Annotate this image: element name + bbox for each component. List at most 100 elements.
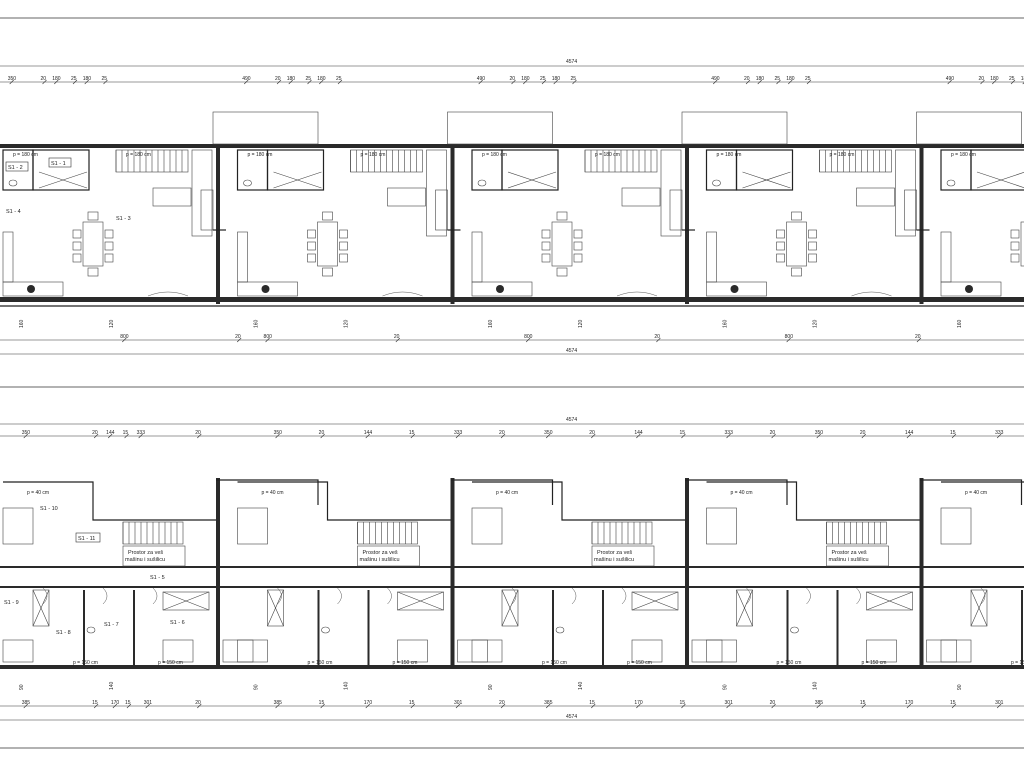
dim-label: 25 bbox=[1009, 76, 1015, 82]
dim-tick bbox=[861, 703, 867, 709]
vertical-dim-label: 160 bbox=[723, 319, 729, 328]
dim-tick bbox=[906, 433, 912, 439]
dim-tick bbox=[72, 79, 78, 85]
gf-sink bbox=[730, 285, 739, 293]
gf-stair-outline bbox=[115, 149, 189, 173]
dim-label: 350 bbox=[8, 76, 17, 82]
dim-tick bbox=[726, 433, 731, 439]
gf-chair bbox=[808, 241, 817, 251]
ff-bed-south-a bbox=[2, 639, 34, 663]
ff-door-arc bbox=[980, 587, 986, 605]
ff-laundry-label-line2: mašinu i sušilicu bbox=[829, 557, 869, 563]
gf-chair bbox=[776, 241, 785, 251]
dim-label: 20 bbox=[770, 430, 776, 436]
dim-label: 20 bbox=[92, 430, 98, 436]
gf-north-wall bbox=[0, 144, 1024, 148]
ff-bath-wall-a bbox=[786, 590, 789, 666]
dim-tick bbox=[275, 703, 280, 709]
ff-sill-note-b: p = 150 cm bbox=[627, 660, 652, 666]
dim-label: 490 bbox=[946, 76, 955, 82]
dim-label: 25 bbox=[775, 76, 781, 82]
vertical-dim-label: 160 bbox=[957, 319, 963, 328]
ff-room-label-s1-5: S1 - 5 bbox=[150, 575, 165, 581]
ff-bed-south-b bbox=[397, 639, 428, 663]
gf-wc-bowl bbox=[712, 179, 721, 187]
dim-tick bbox=[726, 703, 731, 709]
dim-tick bbox=[276, 79, 282, 85]
dim-tick bbox=[365, 433, 370, 439]
dim-tick bbox=[525, 337, 531, 343]
ff-sill-note-b: p = 150 cm bbox=[158, 660, 183, 666]
dim-label: 385 bbox=[274, 700, 283, 706]
ff-shower-x2 bbox=[32, 589, 50, 627]
dim-label: 180 bbox=[317, 76, 326, 82]
dim-label: 170 bbox=[111, 700, 120, 706]
dim-label: 144 bbox=[634, 430, 643, 436]
gf-terrace-door bbox=[851, 291, 892, 297]
ff-door-arc bbox=[621, 587, 627, 605]
gf-tv-unit bbox=[904, 189, 917, 231]
dim-label: 350 bbox=[22, 430, 31, 436]
dim-label: 20 bbox=[499, 700, 505, 706]
ff-room-box-s1-11 bbox=[75, 532, 101, 543]
gf-tv-unit bbox=[435, 189, 448, 231]
ff-shower bbox=[970, 589, 988, 627]
vertical-dim-label: 140 bbox=[109, 681, 115, 690]
dim-tick bbox=[771, 433, 776, 439]
vertical-dim-label: 120 bbox=[109, 319, 115, 328]
vertical-dim-label: 160 bbox=[254, 319, 260, 328]
dim-tick bbox=[93, 703, 99, 709]
dim-tick bbox=[511, 79, 516, 85]
dim-label: 25 bbox=[805, 76, 811, 82]
ff-door-arc bbox=[571, 587, 577, 605]
dim-label: 800 bbox=[524, 334, 533, 340]
gf-chair bbox=[541, 229, 551, 239]
dim-label: 180 bbox=[52, 76, 61, 82]
dim-tick bbox=[712, 79, 718, 85]
dim-label: 20 bbox=[744, 76, 750, 82]
gf-balcony-outline bbox=[916, 111, 1022, 145]
dim-label: 15 bbox=[679, 700, 685, 706]
ff-sill-note-b: p = 150 cm bbox=[393, 660, 418, 666]
dim-tick bbox=[365, 703, 370, 709]
ff-bath-wall-a bbox=[317, 590, 320, 666]
ff-laundry-label-line2: mašinu i sušilicu bbox=[594, 557, 634, 563]
ff-bed-south-a bbox=[940, 639, 972, 663]
dim-label: 333 bbox=[454, 430, 463, 436]
gf-chair bbox=[72, 229, 82, 239]
gf-stair-landing bbox=[895, 149, 916, 237]
vertical-dim-label: 120 bbox=[578, 319, 584, 328]
dim-tick bbox=[545, 703, 551, 709]
gf-room-label-s1-2: S1 - 2 bbox=[8, 165, 23, 171]
dim-tick bbox=[951, 703, 957, 709]
ff-corridor-wall-north bbox=[0, 566, 1024, 568]
dim-label: 180 bbox=[521, 76, 530, 82]
dim-tick bbox=[107, 433, 113, 439]
ff-double-bed bbox=[706, 507, 737, 545]
ff-double-bed bbox=[940, 507, 972, 545]
ff-laundry-label-line2: mašinu i sušilicu bbox=[360, 557, 400, 563]
ff-shower-x2 bbox=[267, 589, 284, 627]
ff-overall-dim-top: 4574 bbox=[566, 417, 577, 423]
gf-chair bbox=[72, 253, 82, 263]
ff-bath-wall-b bbox=[602, 590, 604, 666]
dim-tick bbox=[776, 79, 781, 85]
gf-chair bbox=[307, 253, 316, 263]
dim-label: 350 bbox=[274, 430, 283, 436]
gf-wc-bowl bbox=[243, 179, 252, 187]
dim-tick bbox=[54, 79, 59, 85]
ff-room-label-s1-8: S1 - 8 bbox=[56, 630, 71, 636]
dim-label: 15 bbox=[125, 700, 131, 706]
gf-terrace-door bbox=[147, 291, 189, 297]
gf-unit: p = 180 cmp = 180 cm bbox=[940, 149, 1024, 297]
vertical-dim-label: 90 bbox=[723, 684, 729, 690]
ff-stair-outline bbox=[357, 521, 418, 545]
ff-laundry-label-line1: Prostor za veš bbox=[128, 550, 163, 556]
gf-chair bbox=[72, 241, 82, 251]
ff-door-arc bbox=[806, 587, 811, 605]
ff-bed-south-c bbox=[457, 639, 488, 663]
ff-bath-wall-b bbox=[836, 590, 839, 666]
